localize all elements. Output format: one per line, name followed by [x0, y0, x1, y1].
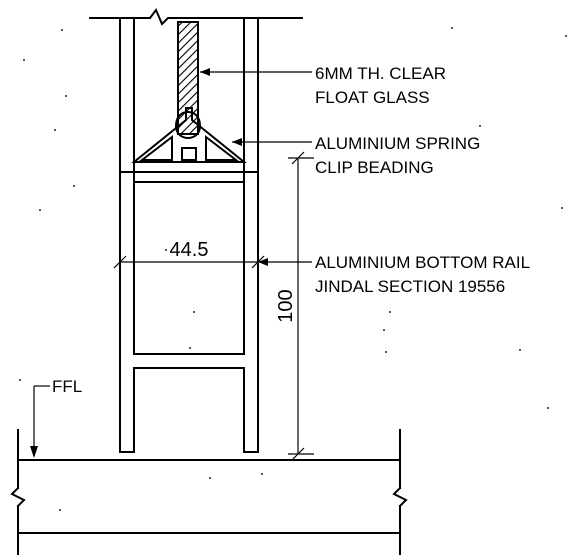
beading-label-line1: ALUMINIUM SPRING	[315, 134, 480, 153]
glass-label-line1: 6MM TH. CLEAR	[315, 64, 446, 83]
floor-slab	[10, 429, 408, 555]
rail-leader	[258, 258, 312, 266]
rail-label-line1: ALUMINIUM BOTTOM RAIL	[315, 253, 530, 272]
ffl-label: FFL	[52, 377, 82, 396]
ffl-marker	[30, 385, 50, 458]
spring-clip-beading	[131, 107, 247, 163]
rail-label-line2: JINDAL SECTION 19556	[315, 277, 505, 296]
width-dimension	[113, 255, 265, 269]
glass-label-line2: FLOAT GLASS	[315, 88, 430, 107]
glass-pane	[177, 21, 199, 135]
height-dimension-value: 100	[275, 289, 297, 322]
top-break-line	[89, 8, 303, 26]
glass-leader	[200, 68, 312, 76]
width-dimension-value: 44.5	[170, 239, 209, 261]
beading-label-line2: CLIP BEADING	[315, 158, 434, 177]
frame-profile	[119, 17, 259, 453]
beading-leader	[232, 138, 312, 146]
scan-noise	[19, 27, 567, 511]
height-dimension	[288, 151, 314, 461]
